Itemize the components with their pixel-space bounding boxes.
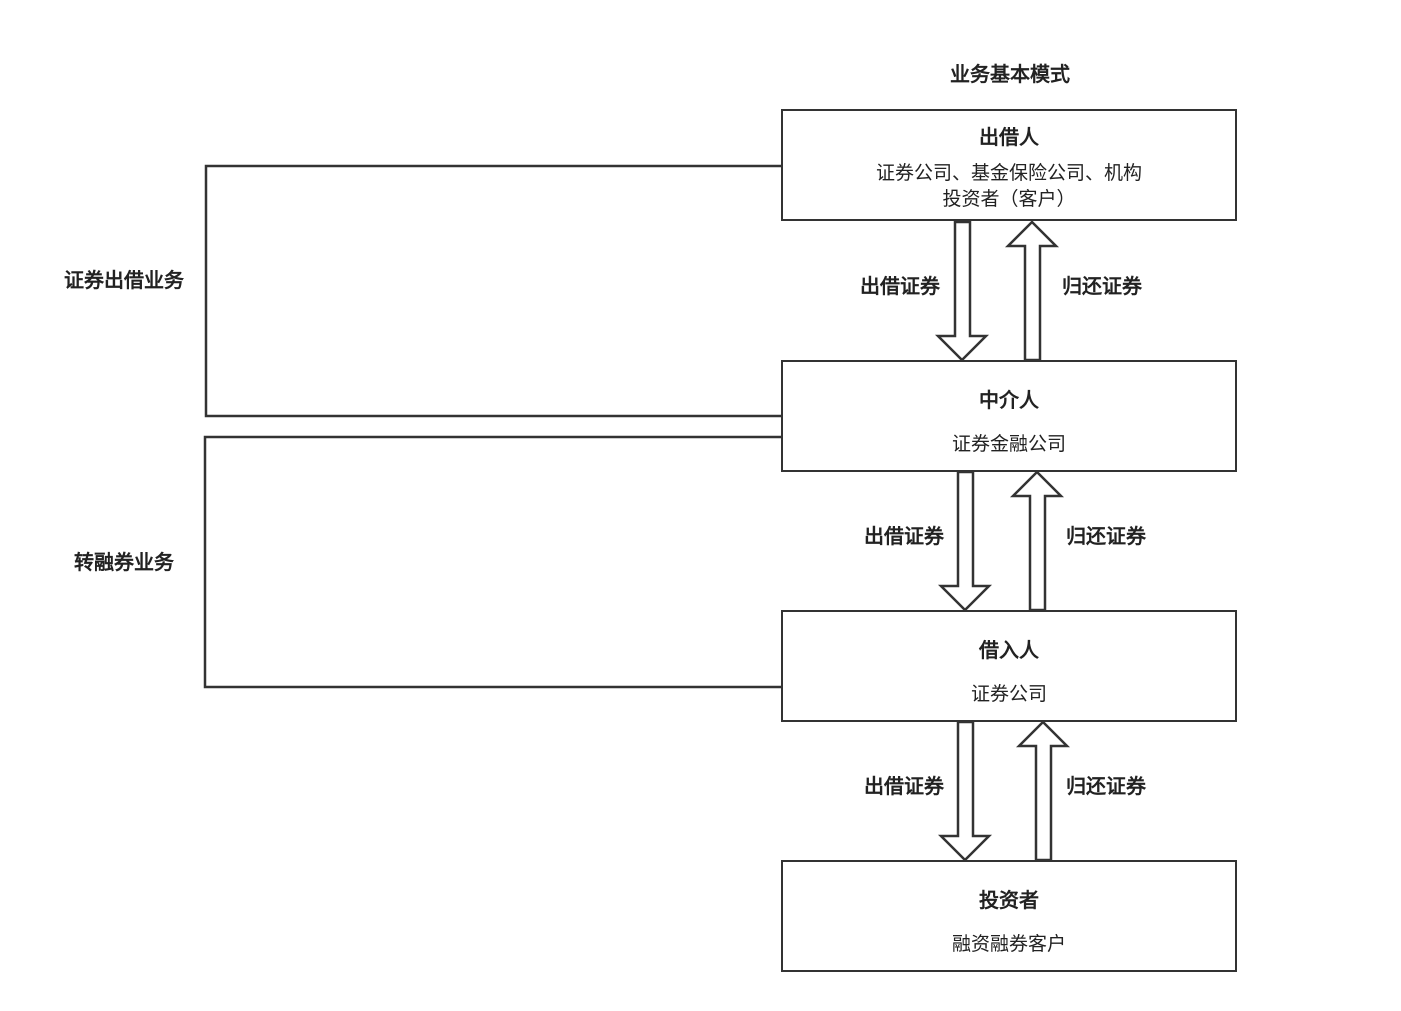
investor-box: 投资者 融资融券客户	[781, 860, 1237, 972]
lender-desc: 证券公司、基金保险公司、机构 投资者（客户）	[783, 160, 1235, 212]
lend-arrow-3	[937, 720, 993, 862]
lender-box: 出借人 证券公司、基金保险公司、机构 投资者（客户）	[781, 109, 1237, 221]
intermediary-title: 中介人	[979, 388, 1039, 412]
lender-desc-line1: 证券公司、基金保险公司、机构	[875, 162, 1142, 184]
bracket-refinancing	[203, 435, 781, 689]
investor-desc: 融资融券客户	[951, 933, 1066, 955]
lend-label-3: 出借证券	[864, 774, 944, 798]
lend-label-2: 出借证券	[864, 524, 944, 548]
lend-arrow-1	[934, 220, 990, 362]
borrower-box: 借入人 证券公司	[781, 610, 1237, 722]
borrower-desc: 证券公司	[970, 683, 1047, 705]
intermediary-desc: 证券金融公司	[951, 433, 1066, 455]
investor-title: 投资者	[979, 888, 1039, 912]
intermediary-box: 中介人 证券金融公司	[781, 360, 1237, 472]
return-arrow-1	[1004, 220, 1060, 362]
bracket-securities-lending	[204, 164, 781, 418]
return-label-2: 归还证券	[1066, 524, 1146, 548]
return-label-1: 归还证券	[1062, 274, 1142, 298]
securities-lending-label: 证券出借业务	[64, 268, 184, 292]
lend-label-1: 出借证券	[860, 274, 940, 298]
lender-desc-line2: 投资者（客户）	[942, 188, 1076, 210]
refinancing-label: 转融券业务	[74, 550, 174, 574]
return-label-3: 归还证券	[1066, 774, 1146, 798]
lender-title: 出借人	[979, 125, 1039, 149]
lend-arrow-2	[937, 470, 993, 612]
diagram-title: 业务基本模式	[950, 62, 1070, 86]
return-arrow-2	[1009, 470, 1065, 612]
return-arrow-3	[1015, 720, 1071, 862]
borrower-title: 借入人	[979, 638, 1039, 662]
